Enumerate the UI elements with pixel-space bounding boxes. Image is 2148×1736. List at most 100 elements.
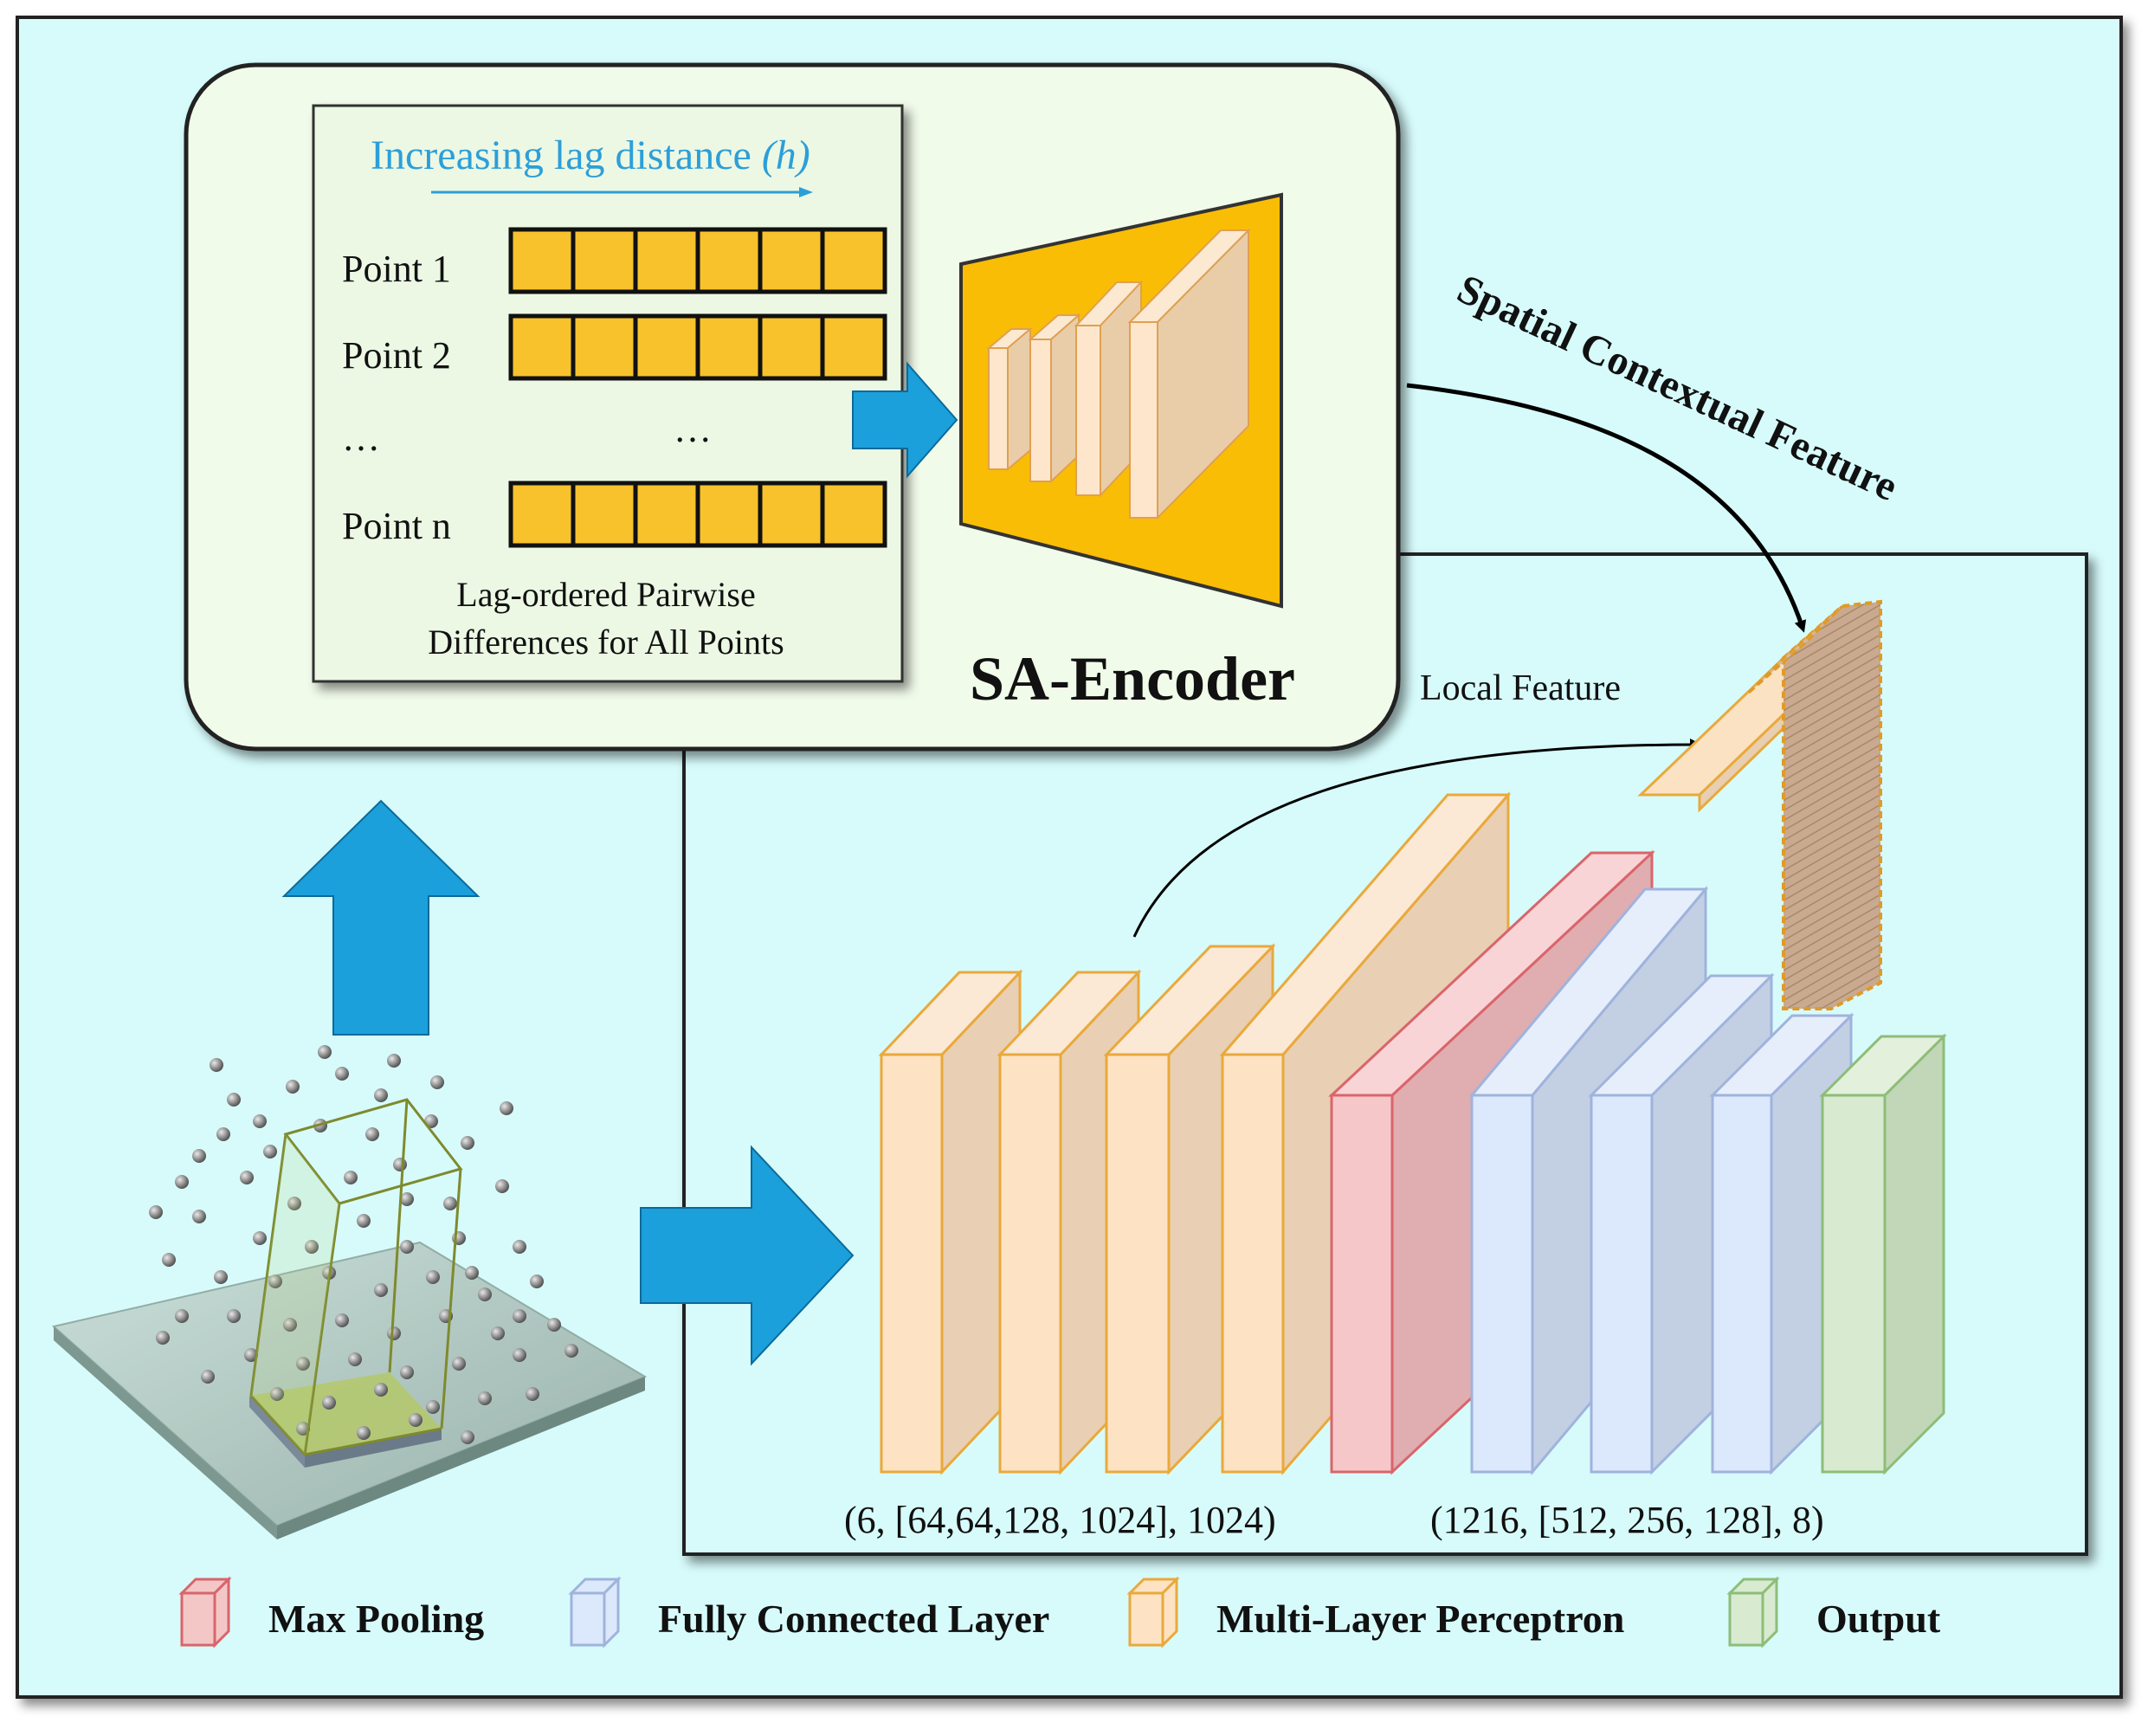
point-sample [513, 1348, 526, 1362]
encoder-layer-4 [1127, 228, 1251, 520]
point-sample [426, 1270, 440, 1284]
legend-item: Fully Connected Layer [568, 1576, 1049, 1649]
point-sample [335, 1067, 349, 1081]
point-sample [192, 1149, 206, 1163]
row-ellipsis-mid: … [674, 408, 712, 450]
point-sample [564, 1344, 578, 1358]
point-sample [322, 1396, 336, 1410]
legend-swatch [1728, 1591, 1764, 1647]
out-layer-block [1819, 1033, 1947, 1475]
point-sample [461, 1136, 474, 1150]
point-sample [335, 1313, 349, 1327]
point-sample [296, 1357, 310, 1371]
point-sample [253, 1114, 267, 1128]
point-sample [227, 1309, 241, 1323]
encoder-caption-line1: Lag-ordered Pairwise [456, 575, 755, 614]
difference-cell [695, 481, 763, 548]
point-sample [400, 1240, 414, 1254]
point-sample [547, 1318, 561, 1332]
point-sample [270, 1387, 284, 1401]
point-sample [491, 1326, 505, 1340]
legend: Max Pooling Fully Connected Layer Multi-La… [178, 1576, 1941, 1649]
point-sample [393, 1158, 407, 1171]
difference-cell [508, 481, 576, 548]
pairwise-cell-rows [508, 227, 887, 548]
point-sample [478, 1287, 492, 1301]
point-sample [216, 1127, 230, 1141]
spatial-feature-slab [1782, 599, 1882, 1010]
local-feature-label: Local Feature [1420, 668, 1621, 708]
point-sample [357, 1214, 371, 1228]
point-sample [149, 1205, 163, 1219]
point-sample [318, 1045, 332, 1059]
point-sample [348, 1352, 362, 1366]
point-sample [530, 1275, 544, 1288]
point-sample [357, 1426, 371, 1440]
difference-cell [820, 313, 887, 381]
point-sample [156, 1331, 170, 1345]
point-sample [263, 1145, 277, 1158]
legend-item: Output [1726, 1576, 1941, 1649]
difference-cell [758, 227, 825, 294]
point-sample [526, 1387, 539, 1401]
encoder-layer-2 [1028, 313, 1081, 484]
point-sample [162, 1253, 176, 1267]
point-sample [461, 1430, 474, 1444]
legend-label: Output [1816, 1597, 1941, 1641]
point-sample [253, 1231, 267, 1245]
legend-label: Multi-Layer Perceptron [1216, 1597, 1624, 1641]
point-sample [201, 1370, 215, 1384]
difference-cell [571, 227, 638, 294]
network-layers [878, 791, 1947, 1476]
cell-row [508, 313, 887, 381]
point-sample [175, 1175, 189, 1189]
difference-cell [633, 481, 700, 548]
difference-cell [571, 313, 638, 381]
encoder-caption-line2: Differences for All Points [428, 623, 784, 661]
difference-cell [633, 313, 700, 381]
encoder-layer-1 [986, 326, 1033, 472]
fc-dims-label: (1216, [512, 256, 128], 8) [1430, 1499, 1824, 1541]
point-sample [175, 1309, 189, 1323]
difference-cell [633, 227, 700, 294]
point-sample [286, 1080, 300, 1094]
point-sample [426, 1400, 440, 1414]
legend-swatch [1128, 1591, 1164, 1647]
point-cloud-illustration [51, 1045, 648, 1539]
legend-label: Max Pooling [268, 1597, 484, 1641]
legend-label: Fully Connected Layer [658, 1597, 1049, 1641]
point-sample [387, 1054, 401, 1068]
point-sample [430, 1075, 444, 1089]
point-sample [495, 1179, 509, 1193]
lag-distance-label: Increasing lag distance (h) [371, 132, 810, 178]
point-sample [240, 1171, 254, 1184]
concat-feature-block [1637, 599, 1882, 1010]
spatial-feature-arrow [1406, 383, 1807, 633]
point-sample [513, 1240, 526, 1254]
point-sample [465, 1266, 479, 1280]
point-sample [214, 1270, 228, 1284]
point-sample [374, 1383, 388, 1397]
point-sample [192, 1210, 206, 1223]
difference-cell [820, 481, 887, 548]
point-sample [296, 1422, 310, 1436]
legend-swatch [570, 1591, 606, 1647]
point-sample [400, 1365, 414, 1379]
point-sample [268, 1275, 282, 1288]
point-sample [387, 1326, 401, 1340]
legend-item: Multi-Layer Perceptron [1126, 1576, 1624, 1649]
legend-item: Max Pooling [178, 1576, 484, 1649]
point-sample [400, 1192, 414, 1206]
lag-table-box [312, 104, 904, 683]
row-label-point-2: Point 2 [342, 334, 451, 377]
point-sample [305, 1240, 319, 1254]
point-sample [478, 1391, 492, 1405]
point-sample [287, 1197, 301, 1210]
point-sample [409, 1413, 423, 1427]
local-feature-arrow [1132, 739, 1702, 938]
point-sample [513, 1309, 526, 1323]
difference-cell [758, 481, 825, 548]
difference-cell [571, 481, 638, 548]
point-sample [210, 1058, 223, 1072]
